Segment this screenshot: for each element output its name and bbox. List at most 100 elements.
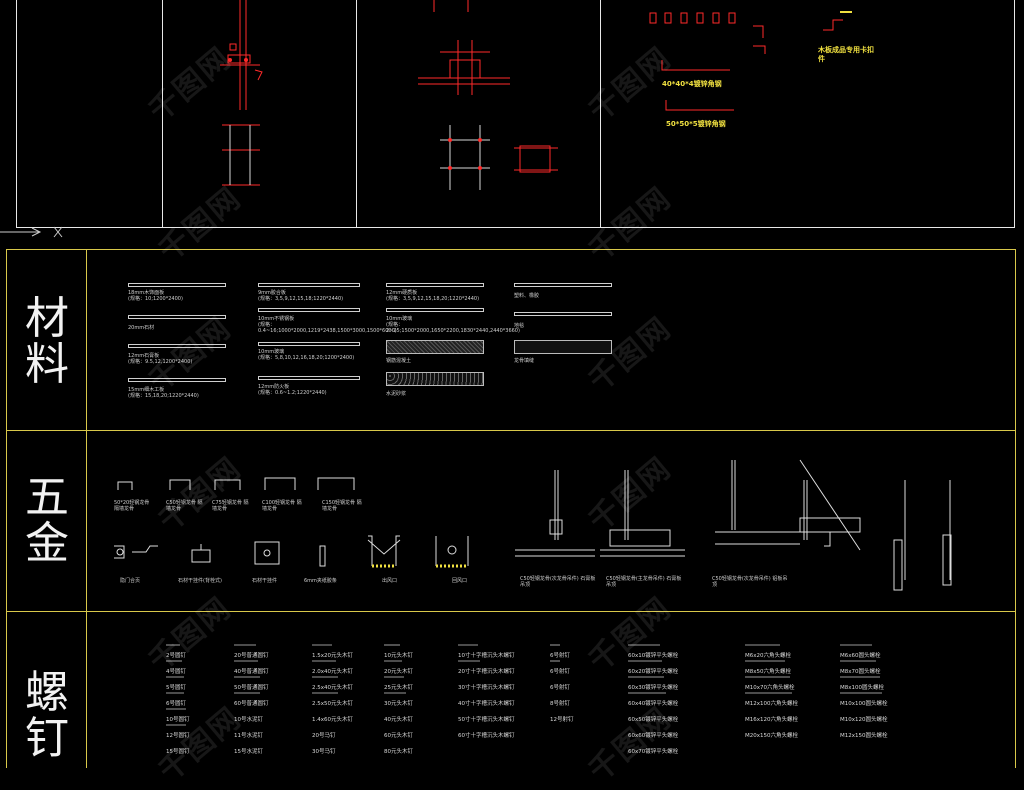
screw-col-6: 6号射钉 6号射钉 6号射钉 8号射钉 12号射钉 bbox=[550, 648, 574, 728]
screw-label: 10元头木钉 bbox=[384, 653, 413, 659]
material-title: 12mm防火板 bbox=[258, 384, 290, 390]
material-spec: (规格：10;1200*2400) bbox=[128, 296, 183, 302]
material-spec: (规格：15,18,20;1220*2440) bbox=[128, 393, 199, 399]
material-spec: (规格：9.5,12,1200*2400) bbox=[128, 359, 193, 365]
material-title: 12mm石膏板 bbox=[128, 353, 160, 359]
screw-label: 80元头木钉 bbox=[384, 749, 413, 755]
screw-label: 50寸十字槽沉头木螺钉 bbox=[458, 717, 515, 723]
screw-label: 10号水泥钉 bbox=[234, 717, 263, 723]
clip-parts-row bbox=[649, 12, 766, 54]
screw-label: 2号圆钉 bbox=[166, 653, 186, 659]
material-title: 10mm玻璃 bbox=[386, 316, 413, 322]
watermark: 千图网 bbox=[582, 310, 679, 399]
material-swatch bbox=[514, 312, 612, 316]
material-swatch bbox=[386, 283, 484, 287]
hardware-label: 6mm夹纸胶条 bbox=[304, 578, 337, 584]
table-left-border bbox=[6, 249, 7, 768]
screw-label: 20寸十字槽沉头木螺钉 bbox=[458, 669, 515, 675]
screws-title-line2: 钉 bbox=[25, 713, 69, 764]
watermark: 千图网 bbox=[582, 180, 679, 269]
screw-label: 20号普通圆钉 bbox=[234, 653, 269, 659]
screw-label: 60x40镀锌平头螺栓 bbox=[628, 701, 679, 707]
screw-label: 15号水泥钉 bbox=[234, 749, 263, 755]
material-title: 20mm石材 bbox=[128, 325, 155, 331]
screw-label: M8x70圆头螺栓 bbox=[840, 669, 881, 675]
material-title: 塑料、橡胶 bbox=[514, 293, 540, 299]
screw-label: 40寸十字槽沉头木螺钉 bbox=[458, 701, 515, 707]
screw-col-8: M6x20六角头螺栓 M8x50六角头螺栓 M10x70六角头螺栓 M12x10… bbox=[745, 648, 798, 744]
screw-col-4: 10元头木钉 20元头木钉 25元头木钉 30元头木钉 40元头木钉 60元头木… bbox=[384, 648, 413, 760]
screw-label: 25元头木钉 bbox=[384, 685, 413, 691]
angle-steel-50 bbox=[665, 100, 734, 111]
ceiling-hanger-details bbox=[515, 460, 800, 557]
table-title-divider bbox=[86, 249, 87, 768]
screw-label: 2.0x40元头木钉 bbox=[312, 669, 354, 675]
screw-glyphs bbox=[166, 644, 882, 726]
material-swatch bbox=[258, 376, 360, 380]
screw-label: 5号圆钉 bbox=[166, 685, 186, 691]
table-top-border bbox=[6, 249, 1016, 250]
screw-label: 40号普通圆钉 bbox=[234, 669, 269, 675]
material-spec: (规格：3,5,9,12,15,18,20;1220*2440) bbox=[386, 296, 480, 302]
material-spec: (规格：0.4~16;1000*2000,1219*2438,1500*3000… bbox=[258, 322, 397, 334]
frame-divider-3 bbox=[600, 0, 601, 228]
screw-label: 8号射钉 bbox=[550, 701, 570, 707]
hardware-label: C150轻钢龙骨 隔墙龙骨 bbox=[322, 500, 362, 512]
hardware-label: 石材干挂件(背栓式) bbox=[178, 578, 222, 584]
material-title: 钢筋混凝土 bbox=[386, 358, 412, 364]
screws-title-line1: 螺 bbox=[25, 667, 69, 718]
screw-label: 20号马钉 bbox=[312, 733, 336, 739]
table-right-border bbox=[1015, 249, 1016, 768]
material-spec: (规格：3,5,9,12,15,18;1220*2440) bbox=[258, 296, 344, 302]
material-swatch bbox=[386, 308, 484, 312]
screw-label: M8x50六角头螺栓 bbox=[745, 669, 791, 675]
material-swatch bbox=[128, 283, 226, 287]
material-title: 18mm木饰面板 bbox=[128, 290, 165, 296]
material-swatch bbox=[514, 283, 612, 287]
screw-col-7: 60x10镀锌平头螺栓 60x20镀锌平头螺栓 60x30镀锌平头螺栓 60x4… bbox=[628, 648, 678, 760]
frame-bottom-line bbox=[16, 227, 1015, 228]
material-title: 地毯 bbox=[514, 323, 525, 329]
material-spec: (规格：5,8,10,12,16,18,20;1200*2400) bbox=[258, 355, 355, 361]
table-row-divider-1 bbox=[6, 430, 1016, 431]
angle-steel-40-label: 40*40*4镀锌角钢 bbox=[662, 80, 722, 88]
hardware-label: C50轻钢龙骨(次龙骨吊件) 铝板吊顶 bbox=[712, 576, 788, 588]
screw-label: 2.5x40元头木钉 bbox=[312, 685, 354, 691]
screw-label: 11号水泥钉 bbox=[234, 733, 263, 739]
frame-divider-2 bbox=[356, 0, 357, 228]
hardware-label: 石材干挂件 bbox=[252, 578, 278, 584]
angle-steel-40 bbox=[661, 60, 730, 71]
screw-label: 6号圆钉 bbox=[166, 701, 186, 707]
material-title: 10mm不锈钢板 bbox=[258, 316, 295, 322]
screw-label: 20元头木钉 bbox=[384, 669, 413, 675]
screw-label: 6号射钉 bbox=[550, 685, 570, 691]
screw-label: 1.5x20元头木钉 bbox=[312, 653, 354, 659]
screw-col-1: 2号圆钉 4号圆钉 5号圆钉 6号圆钉 10号圆钉 12号圆钉 15号圆钉 bbox=[166, 648, 190, 760]
material-title: 12mm硬质板 bbox=[386, 290, 418, 296]
screw-label: M16x120六角头螺栓 bbox=[745, 717, 798, 723]
screw-label: 60x10镀锌平头螺栓 bbox=[628, 653, 679, 659]
material-swatch bbox=[128, 378, 226, 382]
frame-right-line bbox=[1014, 0, 1015, 228]
materials-section-title: 材料 bbox=[25, 293, 69, 390]
screw-label: 50号普通圆钉 bbox=[234, 685, 269, 691]
hardware-label: 回风口 bbox=[452, 578, 468, 584]
screw-label: M8x100圆头螺栓 bbox=[840, 685, 884, 691]
steel-frame-detail-2 bbox=[418, 0, 558, 190]
material-swatch bbox=[258, 342, 360, 346]
hardware-parts-row2 bbox=[114, 535, 469, 568]
screw-label: 60x30镀锌平头螺栓 bbox=[628, 685, 679, 691]
mortar-swatch bbox=[386, 372, 484, 386]
material-swatch bbox=[258, 283, 360, 287]
hardware-label: 出风口 bbox=[382, 578, 398, 584]
screw-label: 10号圆钉 bbox=[166, 717, 190, 723]
screw-label: 40元头木钉 bbox=[384, 717, 413, 723]
screw-label: M12x150圆头螺栓 bbox=[840, 733, 888, 739]
wood-clip-part bbox=[823, 11, 852, 31]
angle-steel-50-label: 50*50*5镀锌角钢 bbox=[666, 120, 726, 128]
screw-label: M6x60圆头螺栓 bbox=[840, 653, 881, 659]
screw-col-3: 1.5x20元头木钉 2.0x40元头木钉 2.5x40元头木钉 2.5x50元… bbox=[312, 648, 353, 760]
screw-label: 4号圆钉 bbox=[166, 669, 186, 675]
material-swatch bbox=[128, 344, 226, 348]
section-arrow-marker bbox=[0, 226, 63, 238]
